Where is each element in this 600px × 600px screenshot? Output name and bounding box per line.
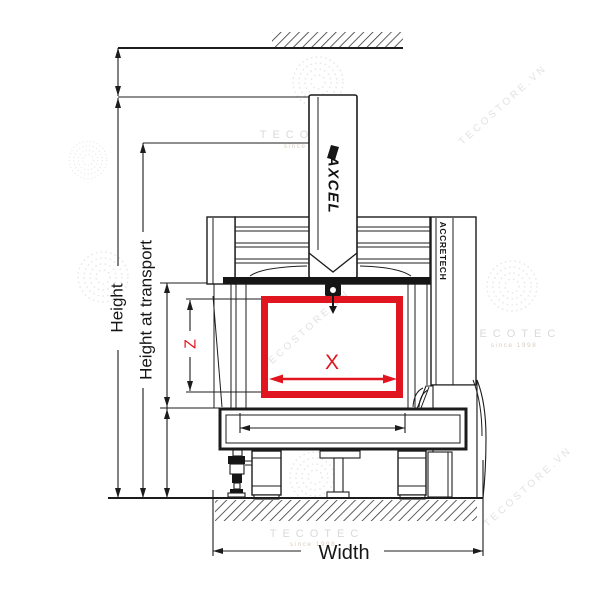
floor-hatch <box>215 500 477 521</box>
tecostore-watermark: TECOSTORE.VN <box>482 445 575 530</box>
probe-head <box>325 284 341 314</box>
chained-height-dimension <box>164 283 170 498</box>
x-guideway-bar <box>223 265 430 284</box>
granite-table <box>218 407 468 451</box>
ceiling-hatch <box>272 32 403 48</box>
watermark-tagline: since 1998 <box>290 541 336 548</box>
table-span-dimension <box>239 413 406 433</box>
bridge-left-cap <box>206 216 236 285</box>
watermark-tagline: since 1998 <box>284 143 330 150</box>
height-dimension: Height <box>108 48 127 498</box>
width-dimension-label: Width <box>318 542 369 564</box>
axcel-logo-mark-icon <box>327 145 339 160</box>
watermark-swirl-icon <box>486 260 538 312</box>
dimension-lines: Height Height at transport <box>108 47 484 564</box>
accretech-brand-label: ACCRETECH <box>438 222 448 281</box>
watermark-swirl-icon <box>68 140 108 180</box>
right-pillar: ACCRETECH <box>430 216 477 386</box>
z-range-dimension <box>186 298 261 393</box>
axcel-brand-label: AXCEL <box>325 155 342 214</box>
width-dimension: Width <box>212 460 484 564</box>
height-at-transport-dimension-label: Height at transport <box>137 240 156 380</box>
machine-side-walls <box>212 284 428 408</box>
z-column: AXCEL <box>308 94 358 279</box>
cmm-machine-drawing: ACCRETECH AXC <box>206 32 487 521</box>
height-at-transport-dimension: Height at transport <box>137 143 156 498</box>
height-dimension-label: Height <box>108 283 127 332</box>
probe-stylus-tip <box>329 306 337 314</box>
machine-legs <box>251 450 453 500</box>
air-regulator <box>227 449 252 498</box>
tecotec-watermark: TECOTEC <box>467 328 562 340</box>
tecotec-watermark: TECOTEC <box>270 528 365 540</box>
tecostore-watermark: TECOSTORE.VN <box>457 63 550 148</box>
z-axis-range-label: Z <box>183 339 200 349</box>
watermark-tagline: since 1998 <box>491 342 537 349</box>
x-axis-range-label: X <box>325 351 339 374</box>
